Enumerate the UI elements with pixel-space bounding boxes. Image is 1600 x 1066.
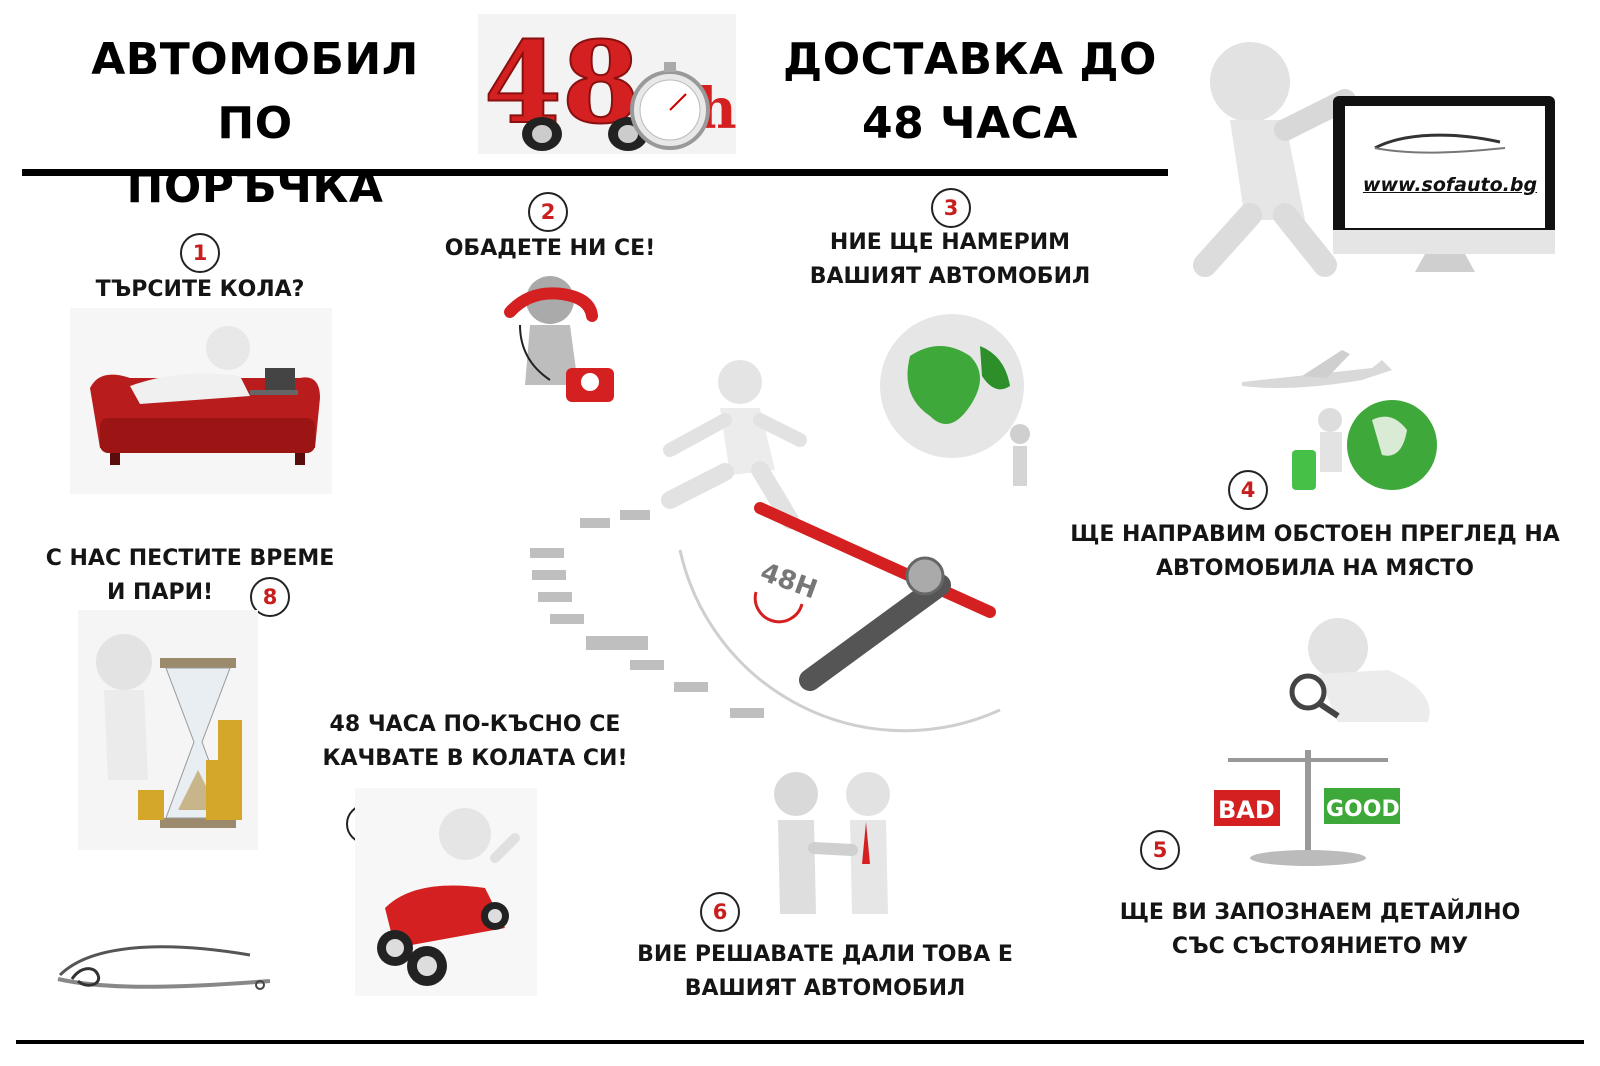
step-6-title: ВИЕ РЕШАВАТЕ ДАЛИ ТОВА Е ВАШИЯТ АВТОМОБИ… xyxy=(620,938,1030,1006)
bad-good-scale-illustration: BAD GOOD xyxy=(1208,740,1408,870)
step-1-title: ТЪРСИТЕ КОЛА? xyxy=(95,277,305,302)
step-6-title-line2: ВАШИЯТ АВТОМОБИЛ xyxy=(684,976,966,1001)
step-3-title-line2: ВАШИЯТ АВТОМОБИЛ xyxy=(809,264,1091,289)
step-5-title-line1: ЩЕ ВИ ЗАПОЗНАЕМ ДЕТАЙЛНО xyxy=(1119,900,1521,925)
step-8-title: С НАС ПЕСТИТЕ ВРЕМЕ И ПАРИ! xyxy=(40,542,340,610)
step-4-title: ЩЕ НАПРАВИМ ОБСТОЕН ПРЕГЛЕД НА АВТОМОБИЛ… xyxy=(1060,518,1570,586)
header-left-title-line1: АВТОМОБИЛ ПО xyxy=(91,34,419,149)
header-right-title-line2: 48 ЧАСА xyxy=(861,98,1078,149)
step-7-title-line1: 48 ЧАСА ПО-КЪСНО СЕ xyxy=(329,712,621,737)
step-8-number: 8 xyxy=(250,577,290,617)
step-3-title: НИЕ ЩЕ НАМЕРИМ ВАШИЯТ АВТОМОБИЛ xyxy=(790,226,1110,294)
scale-bad-label: BAD xyxy=(1218,796,1275,824)
website-url: www.sofauto.bg xyxy=(1362,174,1538,196)
step-5-number: 5 xyxy=(1140,830,1180,870)
header-left-title-line2: ПОРЪЧКА xyxy=(126,162,384,213)
airplane-travel-illustration xyxy=(1232,330,1454,506)
phone-call-illustration xyxy=(490,270,625,410)
step-8-title-line2: И ПАРИ! xyxy=(106,580,214,605)
step-4-title-line2: АВТОМОБИЛА НА МЯСТО xyxy=(1155,556,1475,581)
header-divider xyxy=(22,169,1168,176)
48h-stopwatch-illustration: 48 h xyxy=(478,14,737,154)
hourglass-coins-illustration xyxy=(78,610,258,850)
handshake-illustration xyxy=(752,764,914,932)
step-6-number: 6 xyxy=(700,892,740,932)
48h-badge: 48 h xyxy=(478,14,737,154)
scale-good-label: GOOD xyxy=(1326,797,1400,822)
step-7-title-line2: КАЧВАТЕ В КОЛАТА СИ! xyxy=(322,746,628,771)
runner-dial-illustration: 48H xyxy=(520,360,1010,750)
header-right-title: ДОСТАВКА ДО 48 ЧАСА xyxy=(770,28,1170,156)
step-8-title-line1: С НАС ПЕСТИТЕ ВРЕМЕ xyxy=(45,546,335,571)
header-left-title: АВТОМОБИЛ ПО ПОРЪЧКА xyxy=(50,28,460,220)
monitor-figure-illustration xyxy=(1175,20,1565,280)
step-1-number: 1 xyxy=(180,233,220,273)
step-5-title: ЩЕ ВИ ЗАПОЗНАЕМ ДЕТАЙЛНО СЪС СЪСТОЯНИЕТО… xyxy=(1080,896,1560,964)
step-2-title: ОБАДЕТЕ НИ СЕ! xyxy=(444,236,656,261)
step-3-number: 3 xyxy=(931,188,971,228)
header-right-title-line1: ДОСТАВКА ДО xyxy=(783,34,1157,85)
magnifier-inspection-illustration xyxy=(1238,612,1486,750)
step-4-title-line1: ЩЕ НАПРАВИМ ОБСТОЕН ПРЕГЛЕД НА xyxy=(1070,522,1560,547)
sofauto-signature-logo xyxy=(50,935,278,999)
sofa-laptop-illustration xyxy=(70,308,332,494)
step-4-number: 4 xyxy=(1228,470,1268,510)
red-car-illustration xyxy=(355,788,537,996)
step-6-title-line1: ВИЕ РЕШАВАТЕ ДАЛИ ТОВА Е xyxy=(637,942,1013,967)
step-3-title-line1: НИЕ ЩЕ НАМЕРИМ xyxy=(829,230,1071,255)
globe-search-illustration xyxy=(870,306,1045,496)
dial-label: 48H xyxy=(756,557,821,605)
step-5-title-line2: СЪС СЪСТОЯНИЕТО МУ xyxy=(1171,934,1469,959)
step-2-number: 2 xyxy=(528,192,568,232)
step-7-title: 48 ЧАСА ПО-КЪСНО СЕ КАЧВАТЕ В КОЛАТА СИ! xyxy=(300,708,650,776)
footer-divider xyxy=(16,1040,1584,1044)
